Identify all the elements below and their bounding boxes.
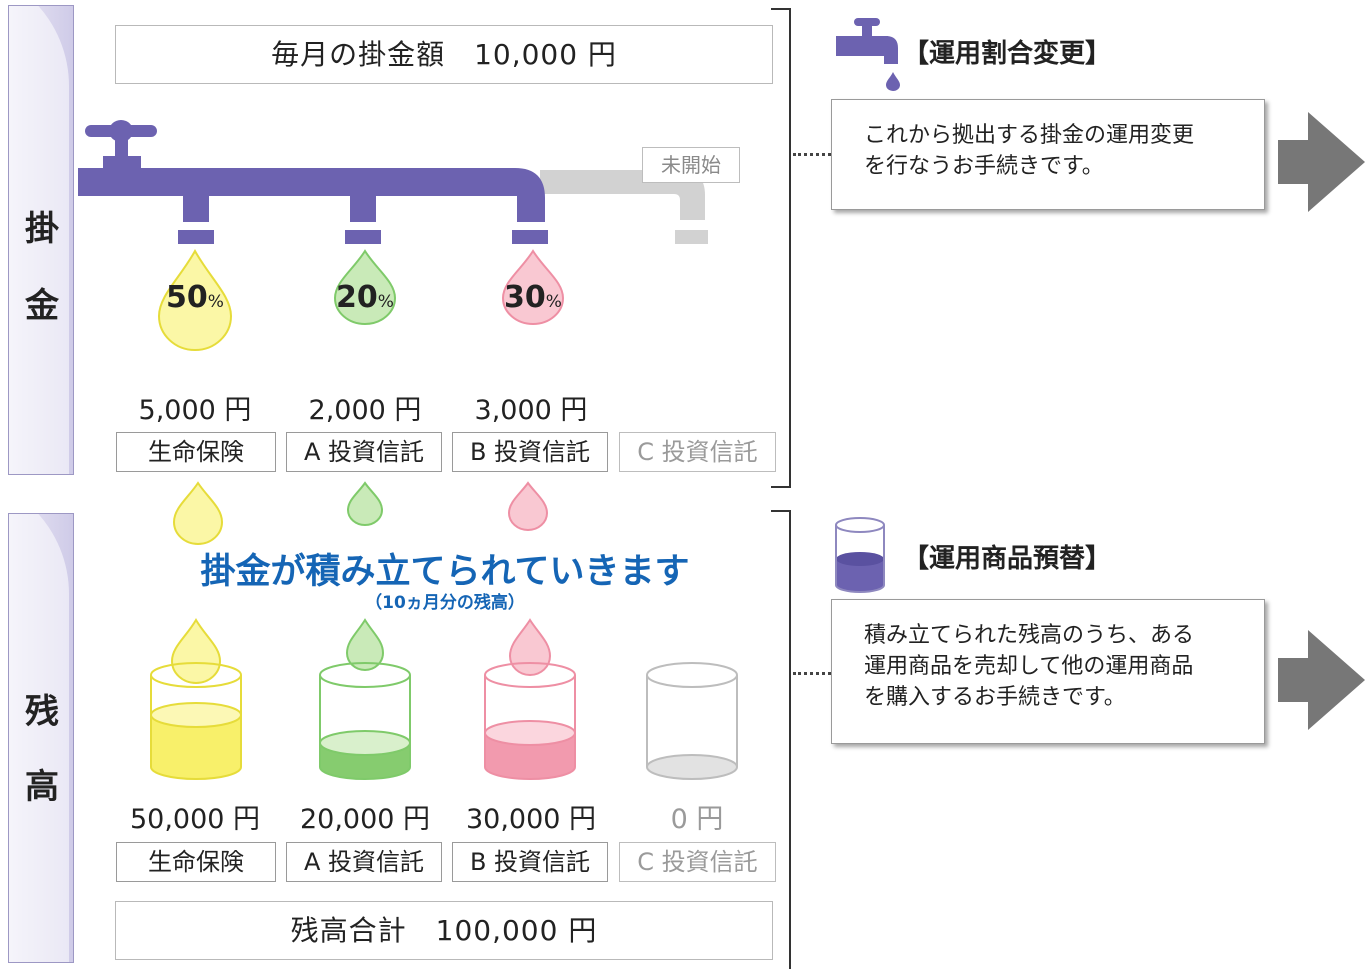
product-label: C 投資信託 [619, 842, 776, 882]
allocation-percent: 30% [504, 280, 562, 315]
procedure-text-line: 積み立てられた残高のうち、ある [864, 623, 1195, 648]
side-char: 高 [25, 767, 59, 807]
procedure-text-line: を購入するお手続きです。 [864, 685, 1126, 710]
allocation-percent: 50% [166, 280, 224, 315]
product-label: C 投資信託 [619, 432, 776, 472]
procedure-heading: 【運用商品預替】 [903, 544, 1112, 574]
product-label: 生命保険 [116, 432, 276, 472]
connector-dots [793, 672, 831, 675]
allocation-amount: 3,000 円 [474, 395, 588, 426]
balance-side-panel: 残 高 [8, 513, 74, 963]
procedure-text-line: 運用商品を売却して他の運用商品 [864, 654, 1194, 679]
product-label: A 投資信託 [286, 432, 442, 472]
faucet-icon [836, 18, 900, 91]
cup-fund-a [319, 618, 411, 780]
product-label: B 投資信託 [452, 432, 608, 472]
product-label: 生命保険 [116, 842, 276, 882]
next-arrow-icon [1278, 630, 1365, 730]
procedure-heading: 【運用割合変更】 [903, 39, 1112, 69]
balance-amount: 30,000 円 [465, 804, 597, 835]
balance-amount: 50,000 円 [129, 804, 261, 835]
cup-life-insurance [150, 618, 242, 780]
cup-icon [835, 517, 885, 593]
cup-fund-b [484, 618, 576, 780]
side-char: 金 [25, 286, 59, 326]
drop-yellow [157, 248, 233, 351]
monthly-contribution-title: 毎月の掛金額 10,000 円 [115, 25, 773, 84]
next-arrow-icon [1278, 112, 1365, 212]
balance-total: 残高合計 100,000 円 [115, 901, 773, 960]
balance-amount: 0 円 [670, 804, 724, 835]
faucet-handle-icon [85, 120, 157, 172]
accumulation-message: 掛金が積み立てられていきます [200, 552, 690, 592]
accumulation-sub-message: （10ヵ月分の残高） [365, 593, 525, 613]
product-label: A 投資信託 [286, 842, 442, 882]
drop-pink-small [507, 481, 549, 531]
procedure-text-line: を行なうお手続きです。 [864, 154, 1104, 179]
side-char: 掛 [25, 209, 59, 249]
drop-pink [501, 249, 565, 325]
procedure-card: これから拠出する掛金の運用変更 を行なうお手続きです。 [831, 99, 1265, 210]
procedure-text-line: これから拠出する掛金の運用変更 [864, 123, 1195, 148]
contribution-bracket [771, 8, 791, 488]
drop-green [333, 249, 397, 325]
cup-fund-c [646, 662, 738, 780]
drop-yellow-small [172, 481, 224, 545]
not-started-tag: 未開始 [642, 147, 740, 183]
side-char: 残 [25, 692, 59, 732]
balance-bracket [771, 510, 791, 969]
allocation-percent: 20% [336, 280, 394, 315]
balance-amount: 20,000 円 [299, 804, 431, 835]
connector-dots [793, 153, 831, 156]
allocation-amount: 2,000 円 [308, 395, 422, 426]
allocation-amount: 5,000 円 [138, 395, 252, 426]
drop-green-small [346, 481, 384, 526]
product-label: B 投資信託 [452, 842, 608, 882]
contribution-side-panel: 掛 金 [8, 5, 74, 475]
procedure-card: 積み立てられた残高のうち、ある 運用商品を売却して他の運用商品 を購入するお手続… [831, 599, 1265, 744]
